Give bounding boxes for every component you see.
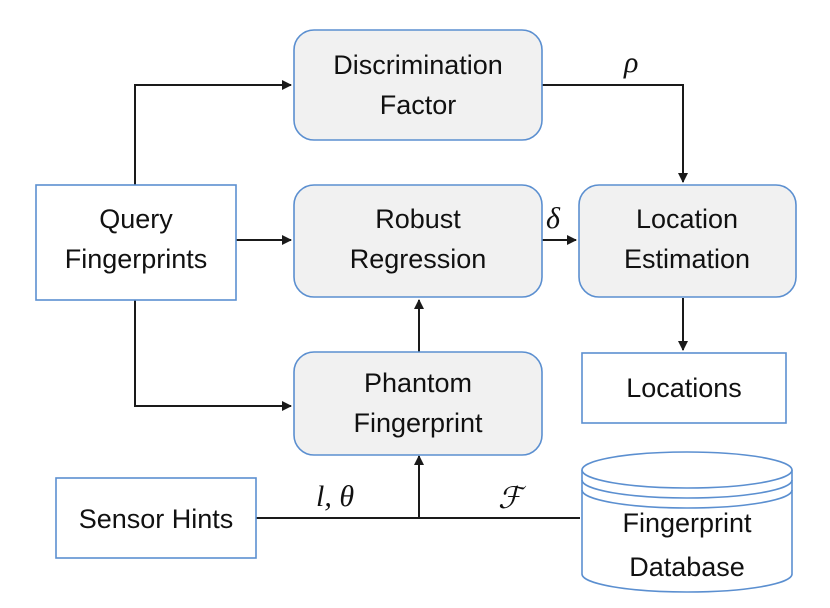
arrow-query-to-discrimination: [134, 80, 292, 185]
node-robust-regression: Robust Regression: [293, 184, 543, 298]
node-query-fingerprints: Query Fingerprints: [35, 184, 237, 301]
location-line2: Estimation: [624, 244, 750, 274]
database-line1: Fingerprint: [622, 508, 752, 538]
phantom-line2: Fingerprint: [353, 408, 483, 438]
sensor-label: Sensor Hints: [79, 504, 234, 534]
node-sensor-hints: Sensor Hints: [55, 477, 257, 559]
node-discrimination-factor: Discrimination Factor: [293, 29, 543, 141]
connectors: [134, 80, 688, 519]
node-fingerprint-database: Fingerprint Database: [581, 451, 793, 593]
robust-line2: Regression: [350, 244, 487, 274]
location-line1: Location: [636, 204, 738, 234]
fingerprint-set-label: ℱ: [498, 482, 527, 515]
database-line2: Database: [629, 552, 745, 582]
robust-line1: Robust: [375, 204, 461, 234]
node-phantom-fingerprint: Phantom Fingerprint: [293, 351, 543, 456]
discrimination-line2: Factor: [380, 90, 457, 120]
delta-label: δ: [546, 202, 561, 235]
phantom-line1: Phantom: [364, 368, 472, 398]
node-locations: Locations: [581, 352, 787, 424]
node-location-estimation: Location Estimation: [578, 184, 797, 298]
locations-label: Locations: [626, 373, 742, 403]
discrimination-line1: Discrimination: [333, 50, 503, 80]
rho-label: ρ: [623, 46, 638, 79]
l-theta-label: l, θ: [316, 480, 354, 513]
query-line1: Query: [99, 204, 173, 234]
query-line2: Fingerprints: [65, 244, 208, 274]
arrow-discrimination-to-location: [542, 84, 688, 183]
arrow-query-to-phantom: [134, 300, 292, 411]
